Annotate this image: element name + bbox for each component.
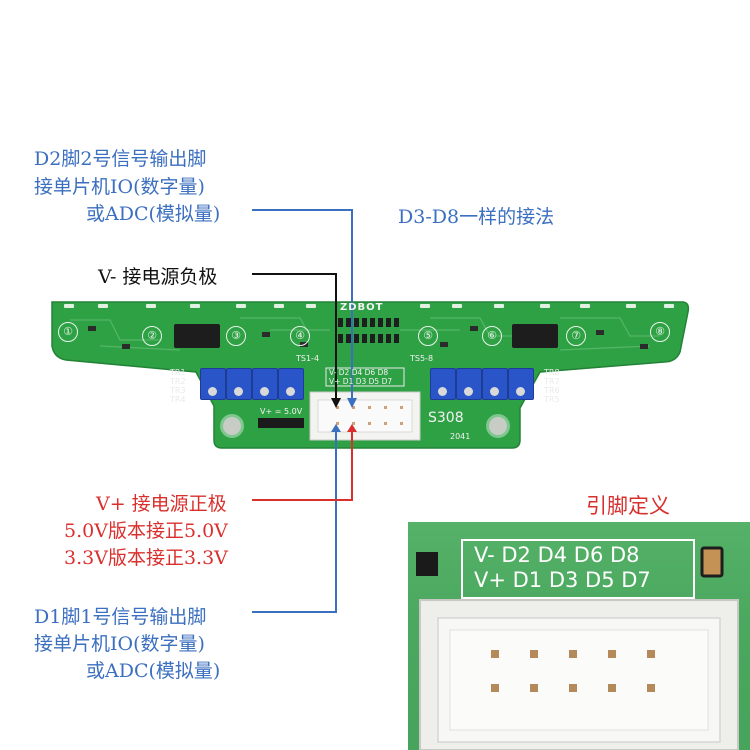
ts-right-label: TS5-8 xyxy=(410,354,434,363)
potentiometer-tr7 xyxy=(482,368,508,400)
tr-label: TR3 xyxy=(170,386,186,395)
channel-number: ⑦ xyxy=(566,326,586,346)
ts-left-label: TS1-4 xyxy=(296,354,320,363)
board-pin-row-top: V- D2 D4 D6 D8 xyxy=(329,368,389,377)
tr-label: TR5 xyxy=(544,395,560,404)
potentiometer-tr1 xyxy=(200,368,226,400)
zoom-pin-row-bottom: V+ D1 D3 D5 D7 xyxy=(474,568,651,592)
v33-annotation: 3.3V版本接正3.3V xyxy=(64,547,228,569)
v50-annotation: 5.0V版本接正5.0V xyxy=(64,520,228,542)
channel-number: ① xyxy=(58,322,78,342)
tr-label: TR2 xyxy=(170,377,186,386)
power-label: V+ = 5.0V xyxy=(260,407,303,416)
potentiometer-tr3 xyxy=(252,368,278,400)
brand-label: ZDBOT xyxy=(340,302,384,313)
channel-number: ③ xyxy=(226,326,246,346)
potentiometer-tr4 xyxy=(278,368,304,400)
channel-number: ⑥ xyxy=(482,326,502,346)
mounting-hole-right xyxy=(486,414,510,438)
tr-label: TR6 xyxy=(544,386,560,395)
v-plus-annotation: V+ 接电源正极 xyxy=(96,493,227,515)
potentiometer-tr8 xyxy=(508,368,534,400)
mounting-hole-left xyxy=(220,414,244,438)
code-label: 2041 xyxy=(450,432,471,441)
tr-label: TR8 xyxy=(544,368,560,377)
d2-annotation-line3: 或ADC(模拟量) xyxy=(86,203,221,225)
potentiometer-tr6 xyxy=(456,368,482,400)
d2-annotation-line2: 接单片机IO(数字量) xyxy=(34,176,205,198)
ic-chip-right xyxy=(512,324,558,348)
pin-definition-title: 引脚定义 xyxy=(586,494,670,518)
d1-annotation-line1: D1脚1号信号输出脚 xyxy=(34,606,207,628)
potentiometer-tr2 xyxy=(226,368,252,400)
channel-number: ② xyxy=(142,326,162,346)
channel-number: ⑧ xyxy=(650,322,670,342)
tr-label: TR7 xyxy=(544,377,560,386)
zoom-pin-row-top: V- D2 D4 D6 D8 xyxy=(474,543,640,567)
d2-annotation-line1: D2脚2号信号输出脚 xyxy=(34,148,207,170)
tr-label: TR4 xyxy=(170,395,186,404)
tr-label: TR1 xyxy=(170,368,186,377)
board-pin-row-bottom: V+ D1 D3 D5 D7 xyxy=(329,377,393,386)
channel-number: ④ xyxy=(290,326,310,346)
v-minus-annotation: V- 接电源负极 xyxy=(98,266,218,288)
d1-annotation-line2: 接单片机IO(数字量) xyxy=(34,633,205,655)
d1-annotation-line3: 或ADC(模拟量) xyxy=(86,660,221,682)
potentiometer-tr5 xyxy=(430,368,456,400)
model-label: S308 xyxy=(428,410,464,426)
ic-chip-left xyxy=(174,324,220,348)
d3-d8-annotation: D3-D8一样的接法 xyxy=(398,206,555,228)
channel-number: ⑤ xyxy=(418,326,438,346)
